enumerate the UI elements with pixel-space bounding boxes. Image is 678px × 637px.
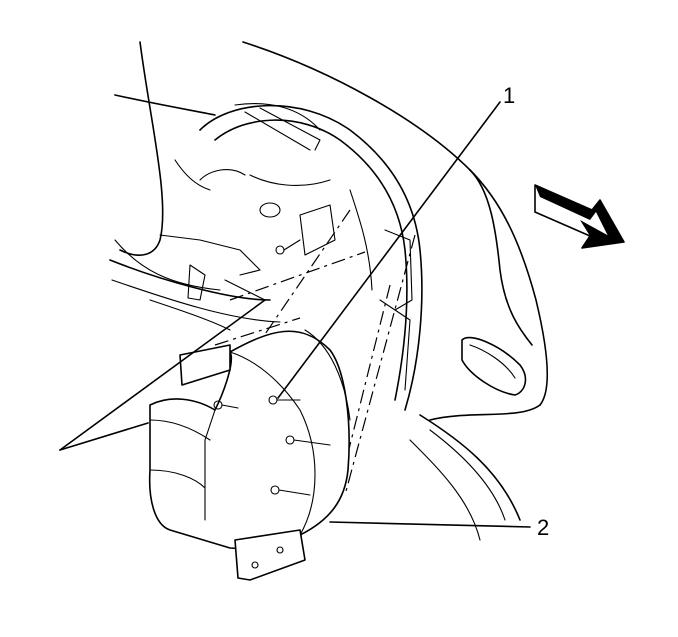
leader-lines xyxy=(59,101,531,528)
leader-left-upper xyxy=(59,299,266,451)
fastener-icon xyxy=(268,395,301,405)
fastener-icon xyxy=(270,485,311,496)
fastener-icon xyxy=(213,400,239,410)
side-marker-lamp xyxy=(461,336,527,396)
fastener-icon xyxy=(275,239,301,255)
direction-arrow-icon xyxy=(534,184,625,249)
vehicle-body xyxy=(109,41,548,541)
lower-liner xyxy=(148,329,351,581)
callout-2-label: 2 xyxy=(537,515,549,540)
fasteners xyxy=(213,239,331,496)
leader-1 xyxy=(277,101,501,399)
callout-1-label: 1 xyxy=(503,83,515,108)
leader-2 xyxy=(329,521,531,528)
leader-left-lower xyxy=(59,422,149,451)
fastener-icon xyxy=(285,435,331,446)
upper-liner xyxy=(159,103,423,411)
